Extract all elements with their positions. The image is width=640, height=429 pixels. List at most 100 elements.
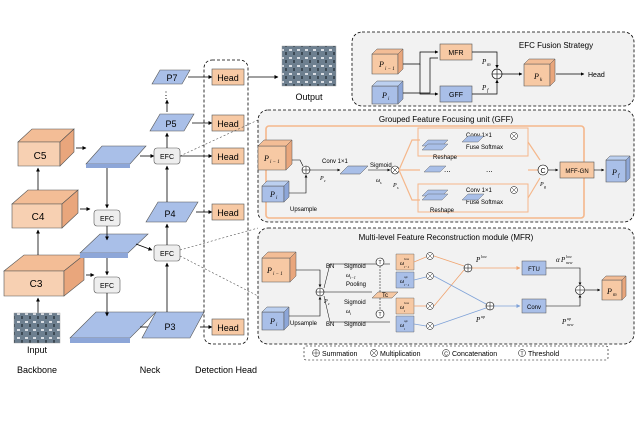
mfr-pooling: Pooling: [346, 282, 366, 288]
mfr-p-i-minus-1: P i − 1: [261, 251, 297, 283]
p-subscript: i: [388, 97, 390, 102]
legend-concatenation-icon: C: [442, 349, 450, 358]
p-symbol: P: [266, 266, 272, 275]
p4-plate: P4: [145, 201, 199, 223]
mfr-conv-label: Conv: [527, 305, 541, 311]
gff-sum-node: [301, 165, 311, 175]
mfr-p-up-sup: up: [481, 314, 485, 319]
gff-conv-bottom: Conv 1×1: [466, 188, 493, 194]
mfr-p-new-low-sub: new: [566, 260, 573, 265]
mfr-sigmoid-1: Sigmoid: [344, 264, 366, 270]
mfr-title: Multi-level Feature Reconstruction modul…: [359, 233, 534, 242]
head-box-p5: [211, 114, 245, 132]
c5-label: C5: [34, 151, 47, 162]
efc-label: EFC: [100, 283, 114, 290]
mfr-threshold-symbol: T: [378, 260, 381, 266]
mfr-omega-im1: ω: [346, 273, 350, 279]
gff-p-i-minus-1: P i − 1: [257, 139, 293, 171]
mfr-p-i: P i: [261, 306, 290, 331]
p-subscript: i: [276, 323, 278, 328]
backbone: C5 C4 C3 Input Backbone: [3, 128, 95, 375]
gff-p-i: P i: [261, 180, 290, 203]
p3-label: P3: [164, 322, 175, 332]
head-group-frame: [203, 59, 249, 345]
p-m-symbol: P: [481, 58, 487, 66]
mfr-sum-final: [575, 285, 585, 295]
mfr-bn-1: BN: [326, 264, 334, 270]
gff-fuse-bottom: Fuse Softmax: [466, 200, 503, 206]
p5-label: P5: [165, 119, 176, 129]
p-symbol: P: [269, 317, 275, 326]
detection-head: Head Head Head Head Head Detection Head …: [195, 45, 337, 375]
omega-symbol: ω: [400, 305, 404, 311]
p-m-subscript: m: [487, 63, 491, 68]
gff-attn-plate: [339, 165, 369, 175]
legend-threshold-symbol: T: [520, 352, 523, 358]
p-symbol: P: [378, 60, 384, 69]
omega-sup: low: [404, 301, 410, 305]
gff-reshape-bottom: Reshape: [430, 208, 455, 214]
omega-symbol: ω: [400, 323, 404, 329]
gff-fuse-top: Fuse Softmax: [466, 145, 503, 151]
mfr-omega-low-bottom: ω low i: [395, 297, 415, 315]
head-label: Head: [217, 323, 239, 333]
mfr-p-new-up-sub: new: [567, 322, 574, 327]
fusion-p-k: P k: [523, 58, 556, 87]
efc-fusion-panel: EFC Fusion Strategy P i − 1 P i MFR GFF …: [351, 31, 635, 107]
omega-sup: up: [404, 319, 408, 323]
neck-plate-mid: [79, 233, 149, 258]
mfr-sum-node: [315, 287, 325, 297]
mfr-p-up: P: [475, 316, 481, 324]
gff-p-f: P f: [605, 155, 631, 183]
p-symbol: P: [381, 91, 387, 100]
gff-ellipsis: ...: [486, 165, 493, 174]
gff-omega: ω: [376, 178, 380, 184]
mfr-alpha: α: [556, 256, 560, 264]
head-label: Head: [217, 152, 239, 162]
mfr-p-m: P m: [601, 275, 627, 301]
legend-multiplication: Multiplication: [380, 351, 421, 358]
efc-label: EFC: [100, 216, 114, 223]
detection-head-title: Detection Head: [195, 365, 257, 375]
input-label: Input: [27, 345, 48, 355]
mfr-upsample: Upsample: [290, 321, 318, 327]
p-subscript: k: [540, 78, 543, 83]
gff-pg-sub: g: [544, 184, 546, 189]
neck: EFC EFC P7 ⋮ P5 EFC P4 EFC P3: [69, 69, 213, 375]
mfr-bn-2: BN: [326, 322, 334, 328]
p-subscript: m: [613, 293, 617, 298]
p-subscript: i − 1: [385, 67, 395, 72]
gff-title: Grouped Feature Focusing unit (GFF): [379, 115, 514, 124]
mfr-sum-up: [485, 301, 495, 311]
p5-plate: P5: [149, 113, 195, 132]
legend-concat-symbol: C: [444, 352, 448, 358]
gff-pc-sub: c: [324, 178, 326, 183]
mfr-omega-low-top: ω low i−1: [395, 253, 415, 271]
mfr-p-new-low: P: [560, 256, 566, 264]
gff-reshape-top: Reshape: [433, 155, 458, 161]
input-image: [13, 312, 61, 344]
mfr-threshold-top: T: [375, 257, 385, 267]
mfr-p-low-sup: low: [481, 254, 487, 259]
p4-label: P4: [164, 209, 175, 219]
mfr-threshold-symbol: T: [378, 312, 381, 318]
p-f-subscript: f: [487, 89, 489, 94]
mfr-omega-up-top: ω up i−1: [395, 271, 415, 289]
mfr-p-new-up: P: [561, 318, 567, 326]
gff-omega-sub: s: [380, 180, 382, 185]
neck-plate-top: [85, 145, 147, 168]
omega-sup: low: [404, 257, 410, 261]
legend-summation-icon: [312, 349, 320, 357]
mfr-tc-label: Tc: [382, 293, 388, 299]
p-symbol: P: [606, 287, 612, 296]
p-symbol: P: [269, 190, 275, 199]
c3-label: C3: [30, 279, 43, 290]
output-label: Output: [295, 92, 323, 102]
mfr-omega-i-sub: i: [350, 311, 351, 316]
mfr-p-new-low-sup: low: [566, 254, 572, 259]
head-box-p7: [211, 68, 245, 86]
omega-symbol: ω: [400, 279, 404, 285]
p-subscript: f: [618, 174, 620, 179]
mfr-sigmoid-3: Sigmoid: [344, 322, 366, 328]
